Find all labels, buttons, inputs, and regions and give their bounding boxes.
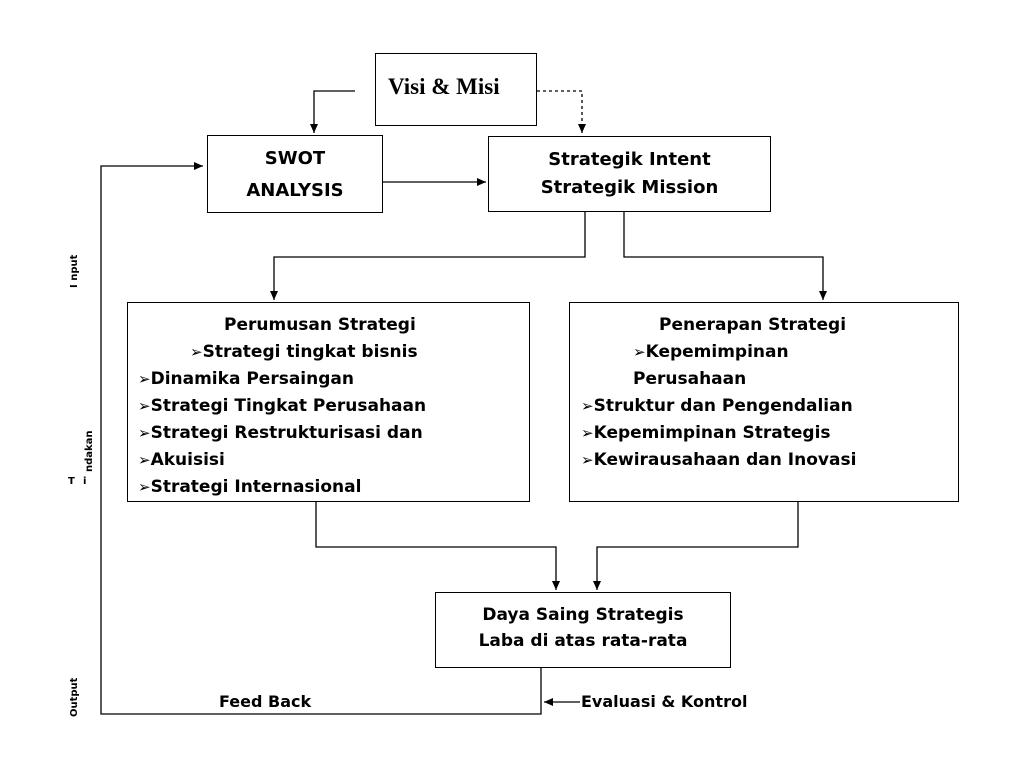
- daya-saing-line1: Daya Saing Strategis: [482, 605, 684, 625]
- swot-analysis-box: SWOT ANALYSIS: [207, 135, 383, 213]
- arrow-intent-to-perumusan: [270, 212, 586, 300]
- perumusan-item: ➢Strategi tingkat bisnis: [190, 342, 418, 362]
- arrow-penerapan-to-dayasaing: [593, 502, 799, 590]
- arrow-bullet-icon: ➢: [138, 424, 151, 442]
- arrow-bullet-icon: ➢: [633, 343, 646, 361]
- swot-line1: SWOT: [264, 148, 326, 169]
- arrow-perumusan-to-dayasaing: [315, 502, 560, 590]
- perumusan-item: ➢Strategi Internasional: [138, 477, 362, 497]
- penerapan-item: ➢Struktur dan Pengendalian: [581, 396, 853, 416]
- arrow-bullet-icon: ➢: [581, 397, 594, 415]
- intent-line1: Strategik Intent: [548, 149, 711, 170]
- perumusan-strategi-box: Perumusan Strategi ➢Strategi tingkat bis…: [127, 302, 530, 502]
- tindakan-stacked-i: i: [83, 476, 87, 487]
- penerapan-strategi-box: Penerapan Strategi ➢Kepemimpinan Perusah…: [569, 302, 959, 502]
- perumusan-title: Perumusan Strategi: [224, 315, 416, 335]
- perumusan-item: ➢Akuisisi: [138, 450, 225, 470]
- arrow-bullet-icon: ➢: [138, 370, 151, 388]
- arrow-visi-to-swot: [310, 90, 355, 133]
- strategik-intent-box: Strategik Intent Strategik Mission: [488, 136, 771, 212]
- perumusan-item: ➢Strategi Tingkat Perusahaan: [138, 396, 427, 416]
- arrow-visi-to-intent: [537, 90, 586, 133]
- feedback-label: Feed Back: [219, 692, 312, 711]
- evaluasi-kontrol-label: Evaluasi & Kontrol: [581, 692, 748, 711]
- daya-saing-box: Daya Saing Strategis Laba di atas rata-r…: [435, 592, 731, 668]
- arrow-intent-to-penerapan: [623, 212, 827, 300]
- arrow-bullet-icon: ➢: [138, 478, 151, 496]
- perumusan-item: ➢Strategi Restrukturisasi dan: [138, 423, 423, 443]
- output-side-label: Output: [69, 677, 80, 717]
- arrow-bullet-icon: ➢: [581, 451, 594, 469]
- input-side-label: I nput: [69, 254, 80, 288]
- arrow-bullet-icon: ➢: [581, 424, 594, 442]
- penerapan-item: Perusahaan: [633, 369, 747, 389]
- penerapan-item: ➢Kepemimpinan: [633, 342, 789, 362]
- feedback-loop-line: [100, 162, 542, 715]
- tindakan-side-label: ndakan: [84, 430, 95, 472]
- arrow-bullet-icon: ➢: [138, 451, 151, 469]
- arrow-bullet-icon: ➢: [138, 397, 151, 415]
- perumusan-item: ➢Dinamika Persaingan: [138, 369, 354, 389]
- tindakan-stacked-t: T: [68, 476, 75, 487]
- penerapan-item: ➢Kewirausahaan dan Inovasi: [581, 450, 857, 470]
- daya-saing-line2: Laba di atas rata-rata: [478, 631, 688, 651]
- swot-line2: ANALYSIS: [246, 180, 344, 201]
- penerapan-item: ➢Kepemimpinan Strategis: [581, 423, 831, 443]
- visi-misi-label: Visi & Misi: [388, 74, 500, 99]
- arrow-bullet-icon: ➢: [190, 343, 203, 361]
- penerapan-title: Penerapan Strategi: [659, 315, 847, 335]
- intent-line2: Strategik Mission: [540, 177, 719, 198]
- visi-misi-box: Visi & Misi: [375, 53, 537, 126]
